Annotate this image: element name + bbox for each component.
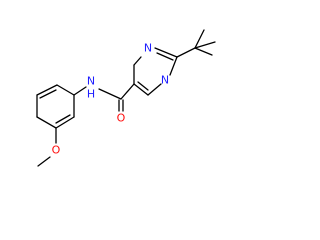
bond <box>133 83 149 96</box>
bond <box>98 88 122 100</box>
bond <box>55 114 71 124</box>
amide-hydrogen-label: H <box>87 88 95 101</box>
bond <box>36 84 58 96</box>
bond <box>147 83 162 96</box>
methoxy-group <box>37 127 57 167</box>
amide-nitrogen-label: N <box>87 75 95 88</box>
benzene-ring <box>36 84 75 129</box>
carbonyl-oxygen-label: O <box>117 112 126 125</box>
bond <box>133 56 142 66</box>
bond <box>55 116 75 129</box>
bond <box>194 29 205 49</box>
bond <box>56 84 75 96</box>
methoxy-oxygen-label: O <box>52 144 61 157</box>
bond <box>37 156 51 167</box>
bond <box>154 47 178 58</box>
ring-nitrogen-bottom-label: N <box>161 74 169 87</box>
bond <box>73 86 87 96</box>
molecule-structure: N N N H O O <box>36 29 216 167</box>
bond <box>194 47 213 56</box>
bond <box>137 81 149 91</box>
amide-group <box>73 83 135 112</box>
bond <box>169 56 178 76</box>
bond <box>156 52 174 61</box>
ring-nitrogen-top-label: N <box>144 42 152 55</box>
bond <box>176 47 196 58</box>
bond <box>120 83 135 100</box>
bond <box>39 89 57 99</box>
pyrazine-ring <box>133 47 178 96</box>
bond <box>36 116 57 129</box>
bond <box>194 41 216 49</box>
tert-butyl-group <box>176 29 216 58</box>
